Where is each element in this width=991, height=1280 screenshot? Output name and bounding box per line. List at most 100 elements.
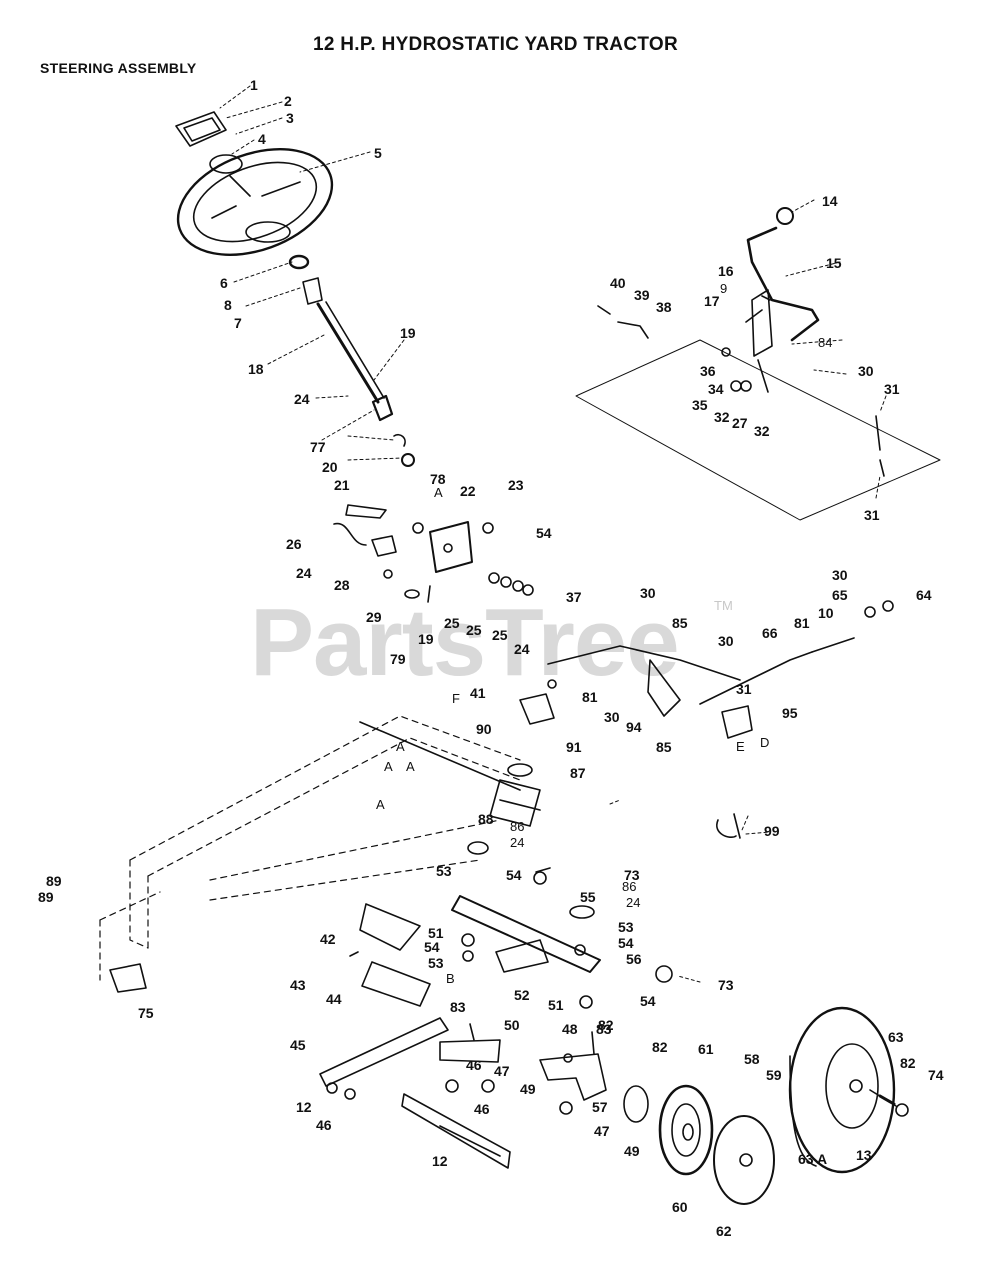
callout-label: 39 [634, 287, 650, 303]
callout-label: 4 [258, 131, 266, 147]
callout-label: 44 [326, 991, 342, 1007]
callout-label: 24 [294, 391, 310, 407]
callout-label: 52 [514, 987, 530, 1003]
trademark-mark: TM [714, 598, 733, 613]
callout-label: 31 [736, 681, 752, 697]
callout-label: 83 [596, 1021, 612, 1037]
callout-label: 61 [698, 1041, 714, 1057]
callout-label: 23 [508, 477, 524, 493]
callout-label: 78 [430, 471, 446, 487]
callout-label: 53 [618, 919, 634, 935]
reference-letter: E [736, 739, 745, 754]
callout-label: 14 [822, 193, 838, 209]
callout-label: 86 [622, 879, 637, 894]
partstree-watermark: PartsTree [250, 589, 680, 696]
front-axle-part [109, 867, 673, 1009]
callout-label: 73 [624, 867, 640, 883]
callout-label: 30 [832, 567, 848, 583]
callout-label: 82 [598, 1017, 614, 1033]
callout-label: 5 [374, 145, 382, 161]
callout-label: 29 [366, 609, 382, 625]
callout-label: 50 [504, 1017, 520, 1033]
callout-label: 53 [428, 955, 444, 971]
callout-label: 10 [818, 605, 834, 621]
callout-label: 20 [322, 459, 338, 475]
callout-label: 16 [718, 263, 734, 279]
section-title: STEERING ASSEMBLY [40, 60, 197, 76]
callout-label: 30 [718, 633, 734, 649]
callout-label: 79 [390, 651, 406, 667]
spindle-tie-rod-part [319, 1017, 607, 1169]
callout-label: 37 [566, 589, 582, 605]
callout-label: 85 [656, 739, 672, 755]
callout-label: 89 [46, 873, 62, 889]
steering-wheel-part [176, 148, 334, 256]
callout-label: 54 [640, 993, 656, 1009]
callout-label: 54 [618, 935, 634, 951]
callout-label: 60 [672, 1199, 688, 1215]
callout-label: 21 [334, 477, 350, 493]
callout-label: 32 [714, 409, 730, 425]
callout-label: 25 [444, 615, 460, 631]
callout-label: 55 [580, 889, 596, 905]
callout-label: 2 [284, 93, 292, 109]
callout-label: 56 [626, 951, 642, 967]
reference-letter: F [452, 691, 460, 706]
callout-label: 81 [794, 615, 810, 631]
callout-label: 24 [510, 835, 525, 850]
callout-label: 46 [316, 1117, 332, 1133]
callout-label: 63 [888, 1029, 904, 1045]
callout-label: 75 [138, 1005, 154, 1021]
callout-label: 30 [858, 363, 874, 379]
callout-label: 73 [718, 977, 734, 993]
callout-label: 28 [334, 577, 350, 593]
callout-label: 25 [466, 622, 482, 638]
tractor-frame-part [99, 715, 521, 981]
reference-letter: A [384, 759, 393, 774]
callout-label: 47 [494, 1063, 510, 1079]
callout-label: 30 [640, 585, 656, 601]
callout-label: 83 [450, 999, 466, 1015]
leader-lines [219, 85, 887, 983]
callout-label: 24 [514, 641, 530, 657]
callout-label: 35 [692, 397, 708, 413]
page-title: 12 H.P. HYDROSTATIC YARD TRACTOR [312, 34, 679, 55]
callout-label: 24 [626, 895, 641, 910]
callout-label: 64 [916, 587, 932, 603]
callout-label: 38 [656, 299, 672, 315]
callout-label: 46 [474, 1101, 490, 1117]
callout-label: 89 [38, 889, 54, 905]
callout-label: 47 [594, 1123, 610, 1139]
callout-label: 30 [604, 709, 620, 725]
callout-label: 81 [582, 689, 598, 705]
callout-label: 85 [672, 615, 688, 631]
callout-label: 31 [884, 381, 900, 397]
callout-label: 54 [536, 525, 552, 541]
callout-label: 90 [476, 721, 492, 737]
reference-letter: A [434, 485, 443, 500]
callout-label: 45 [290, 1037, 306, 1053]
callout-label: 77 [310, 439, 326, 455]
callout-label: 82 [652, 1039, 668, 1055]
callout-label: 15 [826, 255, 842, 271]
drag-link-part [519, 600, 894, 839]
callout-label: 25 [492, 627, 508, 643]
callout-label: 26 [286, 536, 302, 552]
callout-label: 57 [592, 1099, 608, 1115]
reference-letter: B [446, 971, 455, 986]
callout-label: 19 [400, 325, 416, 341]
callout-label: 31 [864, 507, 880, 523]
callout-label: 74 [928, 1067, 944, 1083]
callout-label: 54 [424, 939, 440, 955]
callout-label: 84 [818, 335, 833, 350]
callout-label: 8 [224, 297, 232, 313]
callout-label: 49 [624, 1143, 640, 1159]
callout-label: 63 A [798, 1151, 828, 1167]
callout-label: 51 [548, 997, 564, 1013]
callout-label: 34 [708, 381, 724, 397]
callout-label: 9 [720, 281, 728, 296]
callout-label: 62 [716, 1223, 732, 1239]
callout-label: 88 [478, 811, 494, 827]
callout-label: 41 [470, 685, 486, 701]
